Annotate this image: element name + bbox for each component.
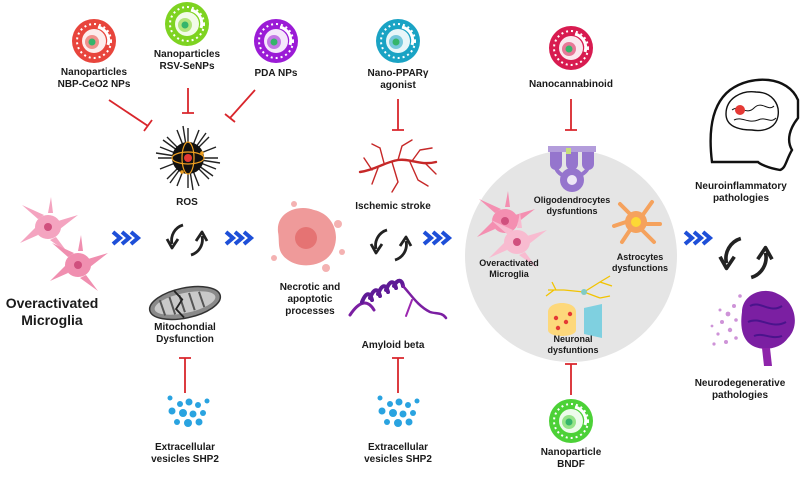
vesicles-icon-left bbox=[167, 395, 210, 427]
nanoparticle-icon-rsv bbox=[163, 0, 211, 48]
astrocyte-icon bbox=[612, 200, 662, 244]
label-ischemic-stroke: Ischemic stroke bbox=[355, 201, 431, 212]
synapse-icon bbox=[548, 303, 602, 338]
vesicles-icon-mid bbox=[377, 395, 420, 427]
nanoparticle-icon-pda bbox=[252, 17, 300, 65]
microglia-cell-icon-large bbox=[20, 197, 78, 253]
nanoparticle-icon-canna bbox=[547, 24, 595, 72]
necrotic-cell-icon bbox=[271, 201, 345, 272]
cycle-arrows-icon-2 bbox=[369, 228, 413, 262]
human-head-brain-icon bbox=[709, 78, 800, 172]
ros-burst-icon bbox=[155, 125, 221, 191]
nanoparticle-icon-bndf bbox=[547, 397, 595, 445]
nanoparticle-icon-ceo2 bbox=[70, 17, 118, 65]
oligodendrocyte-icon bbox=[548, 146, 596, 192]
inhibition-arrows bbox=[108, 88, 577, 395]
cycle-arrows-icon-4 bbox=[718, 236, 774, 280]
triple-chevron-arrow-icon-4 bbox=[683, 230, 712, 246]
triple-chevron-arrow-icon-1 bbox=[111, 230, 140, 246]
nanoparticle-icon-ppar bbox=[374, 17, 422, 65]
mitochondria-icon bbox=[148, 285, 222, 321]
amyloid-protein-icon bbox=[348, 278, 448, 320]
label-amyloid-beta: Amyloid beta bbox=[361, 340, 425, 351]
cycle-arrows-icon-1 bbox=[165, 223, 209, 257]
label-nanocannabinoid: Nanocannabinoid bbox=[529, 79, 613, 90]
degenerating-brain-icon bbox=[710, 290, 795, 366]
dysfunction-hub bbox=[465, 150, 677, 362]
triple-chevron-arrow-icon-2 bbox=[224, 230, 253, 246]
triple-chevron-arrow-icon-3 bbox=[422, 230, 451, 246]
blood-vessel-icon bbox=[358, 139, 438, 193]
neuron-icon bbox=[545, 275, 613, 299]
label-pda-nps: PDA NPs bbox=[254, 68, 298, 79]
label-ros: ROS bbox=[176, 197, 198, 208]
